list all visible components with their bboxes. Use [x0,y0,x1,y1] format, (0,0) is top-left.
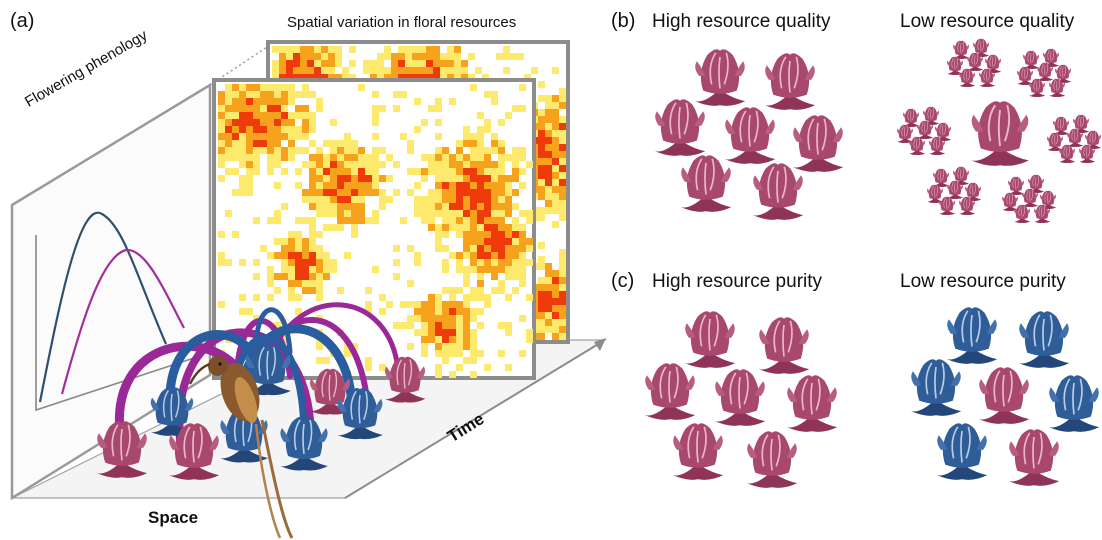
high-quality-flower-cluster [653,48,845,221]
panel-b-letter: (b) [611,10,636,32]
phenology-curve-blue [38,211,168,403]
heatmap-title: Spatial variation in floral resources [287,14,517,31]
low-resource-quality-label: Low resource quality [900,11,1075,32]
low-resource-purity-label: Low resource purity [900,271,1066,292]
high-purity-flower-cluster [643,310,839,489]
high-resource-quality-label: High resource quality [652,11,831,32]
phenology-dotted-guide [209,44,271,86]
panel-c-letter: (c) [611,270,635,292]
time-axis-arrow [344,342,601,499]
space-axis-label: Space [148,508,199,527]
low-quality-flower-cluster [896,38,1102,224]
heatmap-front-layer [212,78,536,380]
panel-a-letter: (a) [10,10,35,32]
sunbird [188,356,294,539]
phenology-curve-purple [60,248,185,395]
high-resource-purity-label: High resource purity [652,271,823,292]
low-purity-flower-cluster [909,306,1101,487]
phenology-axes [35,235,201,412]
